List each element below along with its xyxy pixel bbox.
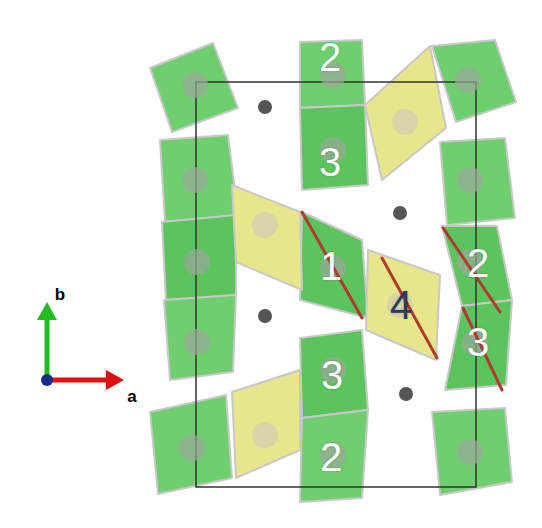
interstitial-atoms xyxy=(258,100,413,401)
callout-number: 3 xyxy=(321,355,343,395)
axis-label: a xyxy=(127,388,136,405)
callout-number: 3 xyxy=(467,322,489,362)
callout-number: 1 xyxy=(320,246,342,286)
cations xyxy=(179,62,488,468)
polyhedra xyxy=(150,40,516,502)
callout-number: 4 xyxy=(390,285,412,325)
axis-label: b xyxy=(55,286,65,303)
axis-triad xyxy=(37,302,124,390)
callout-number: 2 xyxy=(467,243,489,283)
unit-cell xyxy=(196,82,476,487)
callout-number: 2 xyxy=(320,437,342,477)
callout-number: 2 xyxy=(319,37,341,77)
callout-number: 3 xyxy=(319,142,341,182)
